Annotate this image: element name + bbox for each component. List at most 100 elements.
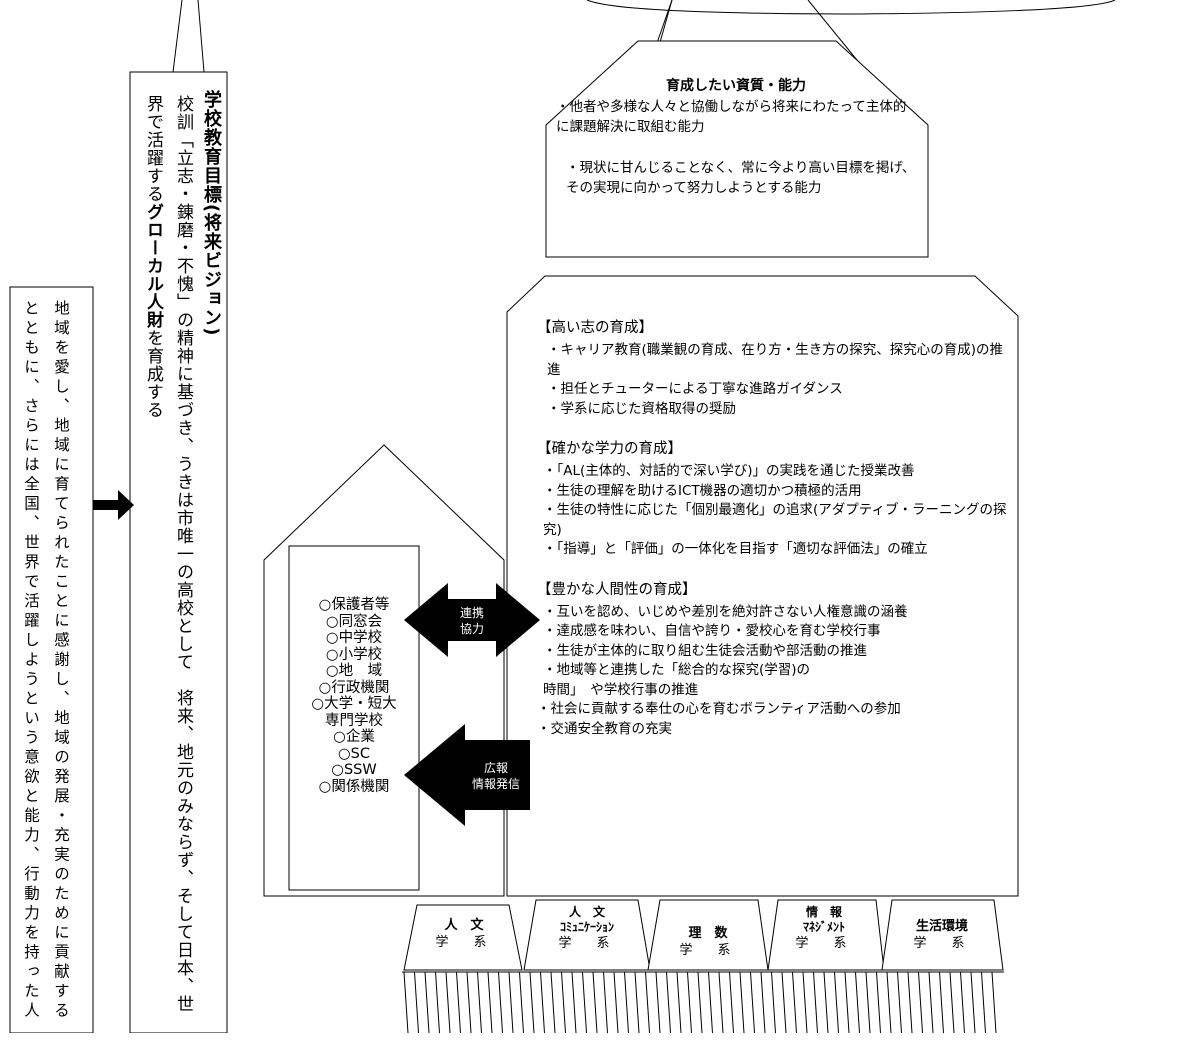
fence-post bbox=[918, 971, 923, 1033]
course-suffix: 学 系 bbox=[558, 936, 616, 951]
section-item: ・「指導」と「評価」の一体化を目指す「適切な評価法」の確立 bbox=[543, 541, 928, 557]
fence-post bbox=[676, 971, 682, 1033]
qualities-title: 育成したい資質・能力 bbox=[666, 78, 806, 94]
fence-post bbox=[697, 971, 703, 1033]
fence-post bbox=[634, 971, 640, 1033]
fence-post bbox=[456, 971, 461, 1033]
arrow-note-to-vision bbox=[93, 490, 134, 520]
section-item: ・交通安全教育の充実 bbox=[537, 720, 672, 737]
section-item: ・生徒が主体的に取り組む生徒会活動や部活動の推進 bbox=[543, 642, 867, 659]
course-label: 人 文 ｺﾐｭﾆｹｰｼｮﾝ 学 系 bbox=[527, 905, 647, 952]
fence-post bbox=[519, 971, 524, 1033]
fence-post bbox=[729, 971, 734, 1033]
fence-post bbox=[666, 971, 671, 1033]
qualities-shape bbox=[545, 40, 929, 258]
fence-post bbox=[939, 971, 944, 1033]
fence-post bbox=[613, 971, 619, 1033]
course-block bbox=[881, 899, 1004, 971]
course-name: 人 文 bbox=[444, 918, 484, 933]
partner-item: ○同窓会 bbox=[325, 613, 383, 630]
course-block bbox=[403, 904, 523, 971]
vision-box bbox=[129, 71, 228, 1033]
fence-post bbox=[834, 971, 839, 1033]
section-title: 【確かな学力の育成】 bbox=[537, 441, 682, 457]
qualities-content: 育成したい資質・能力 ・他者や多様な人々と協働しながら将来にわたって主体的に課題… bbox=[556, 75, 916, 198]
vision-body-text: 校訓「立志・錬磨・不愧」の精神に基づき、うきは市唯一の高校として 将来、地元のみ… bbox=[143, 95, 193, 1013]
course-label: 人 文 学 系 bbox=[408, 917, 520, 951]
fence-post bbox=[844, 971, 850, 1033]
section-item: ・社会に貢献する奉仕の心を育むボランティア活動への参加 bbox=[537, 701, 901, 717]
vision-body: 校訓「立志・錬磨・不愧」の精神に基づき、うきは市唯一の高校として 将来、地元のみ… bbox=[138, 95, 198, 1020]
fence-post bbox=[897, 971, 902, 1033]
section-item: ・達成感を味わい、自信や誇り・愛校心を育む学校行事 bbox=[543, 623, 881, 639]
fence-post bbox=[645, 971, 650, 1033]
fence-post bbox=[435, 971, 440, 1033]
fence-post bbox=[424, 971, 430, 1033]
fence-post bbox=[865, 971, 871, 1033]
course-name: 人 文 ｺﾐｭﾆｹｰｼｮﾝ bbox=[559, 905, 614, 934]
course-suffix: 学 系 bbox=[679, 943, 737, 958]
course-suffix: 学 系 bbox=[435, 935, 493, 950]
fence-post bbox=[466, 971, 472, 1033]
fence-post bbox=[498, 971, 503, 1033]
section-item: ・生徒の特性に応じた「個別最適化」の追求(アダプティブ・ラーニングの探究) bbox=[543, 502, 1007, 538]
fence-post bbox=[655, 971, 661, 1033]
partner-item: ○地 域 bbox=[325, 663, 383, 679]
left-note-text: 地域を愛し、地域に育てられたことに感謝し、地域の発展・充実のために貢献するととも… bbox=[22, 300, 70, 1022]
partner-item: ○保護者等 bbox=[318, 597, 390, 613]
fence-post bbox=[624, 971, 629, 1033]
roof-curve bbox=[586, 0, 1116, 15]
fence-post bbox=[561, 971, 566, 1033]
section-item: ・「AL(主体的、対話的で深い学び)」の実践を通じた授業改善 bbox=[543, 463, 915, 479]
section-title: 【豊かな人間性の育成】 bbox=[537, 581, 697, 598]
fence-post bbox=[603, 971, 608, 1033]
vision-body-end: を育成する bbox=[143, 329, 163, 419]
partner-item: ○行政機関 bbox=[318, 679, 390, 696]
fence-post bbox=[477, 971, 482, 1033]
fence-post bbox=[771, 971, 776, 1033]
sections-house bbox=[506, 275, 1019, 897]
section-academic: 【確かな学力の育成】 ・「AL(主体的、対話的で深い学び)」の実践を通じた授業改… bbox=[537, 437, 1007, 560]
fence-post bbox=[760, 971, 766, 1033]
partner-item: ○SC bbox=[338, 745, 370, 762]
fence-post bbox=[403, 971, 409, 1033]
fence-post bbox=[582, 971, 587, 1033]
fence-post bbox=[708, 971, 713, 1033]
fence-post bbox=[855, 971, 860, 1033]
qualities-item: ・他者や多様な人々と協働しながら将来にわたって主体的に課題解決に取組む能力 bbox=[556, 99, 907, 135]
qualities-item: ・現状に甘んじることなく、常に今より高い目標を掲げ、その実現に向かって努力しよう… bbox=[566, 160, 916, 196]
course-suffix: 学 系 bbox=[913, 936, 971, 951]
section-aspiration: 【高い志の育成】 ・キャリア教育(職業観の育成、在り方・生き方の探究、探究心の育… bbox=[537, 316, 1007, 419]
fence-post bbox=[550, 971, 556, 1033]
fence-post bbox=[970, 971, 976, 1033]
partner-item: ○関係機関 bbox=[318, 778, 390, 795]
fence-post bbox=[823, 971, 829, 1033]
section-humanity: 【豊かな人間性の育成】 ・互いを認め、いじめや差別を絶対許さない人権意識の涵養 … bbox=[537, 578, 1007, 740]
section-item: ・学系に応じた資格取得の奨励 bbox=[547, 400, 736, 417]
fence-post bbox=[529, 971, 535, 1033]
section-item: ・生徒の理解を助けるICT機器の適切かつ積極的活用 bbox=[543, 482, 862, 499]
fence-post bbox=[718, 971, 724, 1033]
cooperation-arrow bbox=[404, 583, 540, 657]
fence-post bbox=[540, 971, 545, 1033]
fence-post bbox=[750, 971, 755, 1033]
fence-post bbox=[981, 971, 986, 1033]
course-name: 理 数 bbox=[688, 926, 728, 941]
course-label: 情 報 ﾏﾈｼﾞﾒﾝﾄ 学 系 bbox=[769, 905, 879, 952]
partner-item: 専門学校 bbox=[325, 712, 383, 729]
course-label: 理 数 学 系 bbox=[652, 925, 764, 959]
partner-item: ○中学校 bbox=[325, 630, 383, 646]
partner-item: ○小学校 bbox=[325, 646, 383, 663]
fence-post bbox=[991, 971, 997, 1033]
fence-post bbox=[876, 971, 881, 1033]
partner-item: ○大学・短大 bbox=[311, 696, 397, 712]
partners-box bbox=[288, 545, 420, 891]
course-name: 情 報 ﾏﾈｼﾞﾒﾝﾄ bbox=[802, 905, 845, 934]
fence-post bbox=[781, 971, 787, 1033]
fence-post bbox=[508, 971, 514, 1033]
fence-post bbox=[802, 971, 808, 1033]
course-name: 生活環境 bbox=[915, 919, 968, 934]
fence-post bbox=[571, 971, 577, 1033]
section-item: ・地域等と連携した「総合的な探究(学習)の時間」 や学校行事の推進 bbox=[543, 662, 811, 698]
